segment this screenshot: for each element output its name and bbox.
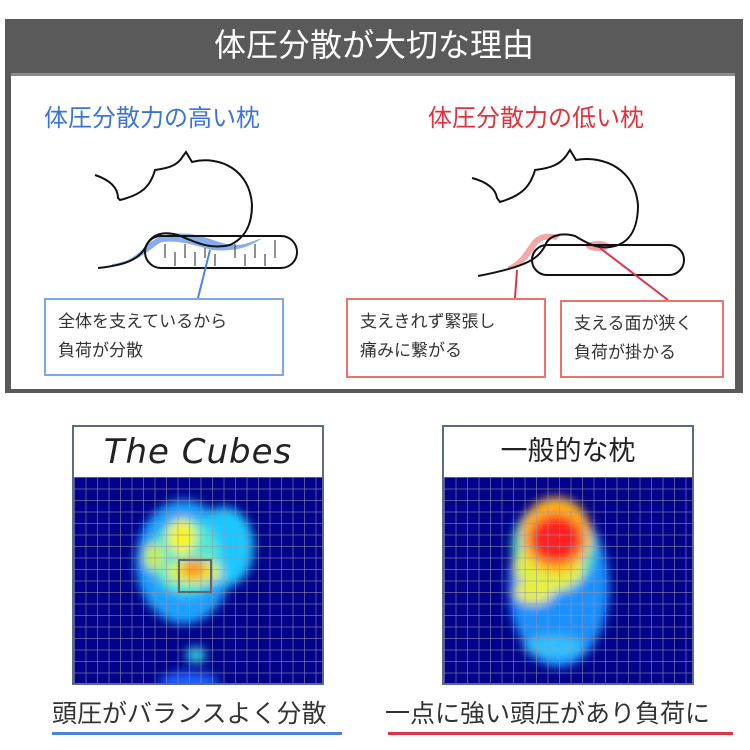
brand-label: The Cubes bbox=[74, 427, 322, 477]
caption-underline-red bbox=[388, 732, 733, 735]
caption-concentrated: 一点に強い頭圧があり負荷に bbox=[385, 699, 711, 728]
heatmap-grid bbox=[74, 477, 322, 683]
caption-underline-blue bbox=[52, 732, 342, 735]
caption-balanced: 頭圧がバランスよく分散 bbox=[52, 699, 327, 728]
low-dispersion-title: 体圧分散力の低い枕 bbox=[428, 104, 644, 132]
page-title: 体圧分散が大切な理由 bbox=[213, 26, 534, 64]
pressure-map-standard-pillow: 一般的な枕 bbox=[442, 425, 694, 685]
focus-square bbox=[178, 559, 212, 593]
standard-pillow-label: 一般的な枕 bbox=[444, 427, 692, 477]
note-narrow-support: 支える面が狭く 負荷が掛かる bbox=[560, 300, 724, 378]
high-dispersion-title: 体圧分散力の高い枕 bbox=[44, 104, 260, 132]
note-tension-pain: 支えきれず緊張し 痛みに繋がる bbox=[346, 298, 546, 378]
pillow-illustrations bbox=[94, 148, 685, 301]
heatmap-grid bbox=[444, 477, 692, 683]
pressure-map-the-cubes: The Cubes bbox=[72, 425, 324, 685]
note-distributed-load: 全体を支えているから 負荷が分散 bbox=[44, 298, 284, 376]
